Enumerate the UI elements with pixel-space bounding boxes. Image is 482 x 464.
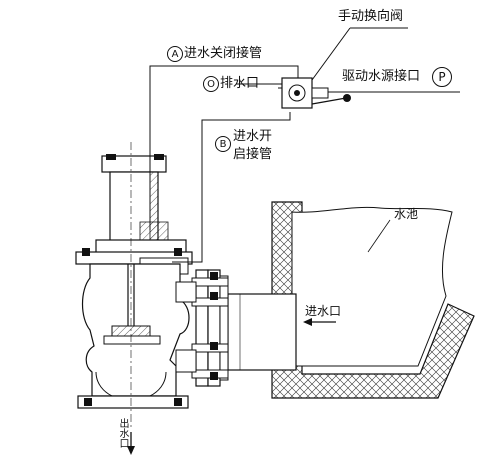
inlet-port-label: 进水口	[305, 304, 342, 318]
inlet-open-pipe-label-line1: 进水开	[233, 129, 273, 144]
inlet-open-pipe-label-line2: 启接管	[233, 147, 273, 162]
marker-p: P	[432, 67, 452, 87]
pool	[271, 201, 475, 399]
manual-valve-label: 手动换向阀	[338, 9, 404, 24]
control-pipes	[149, 27, 460, 263]
outlet-arrow	[127, 432, 135, 455]
flange-assembly	[191, 269, 229, 387]
marker-a: A	[167, 46, 183, 62]
marker-b: B	[215, 136, 231, 152]
valve-body	[75, 142, 197, 430]
drain-port-label: 排水口	[220, 76, 260, 91]
inlet-close-pipe-label: 进水关闭接管	[184, 46, 263, 61]
marker-o: O	[203, 76, 219, 92]
drive-water-port-label: 驱动水源接口	[342, 69, 421, 84]
pool-leader	[367, 219, 391, 253]
manual-valve-symbol	[278, 77, 351, 109]
inlet-pipe	[227, 293, 336, 371]
outlet-port-label: 出水口	[117, 418, 128, 448]
pool-label: 水池	[394, 207, 419, 221]
